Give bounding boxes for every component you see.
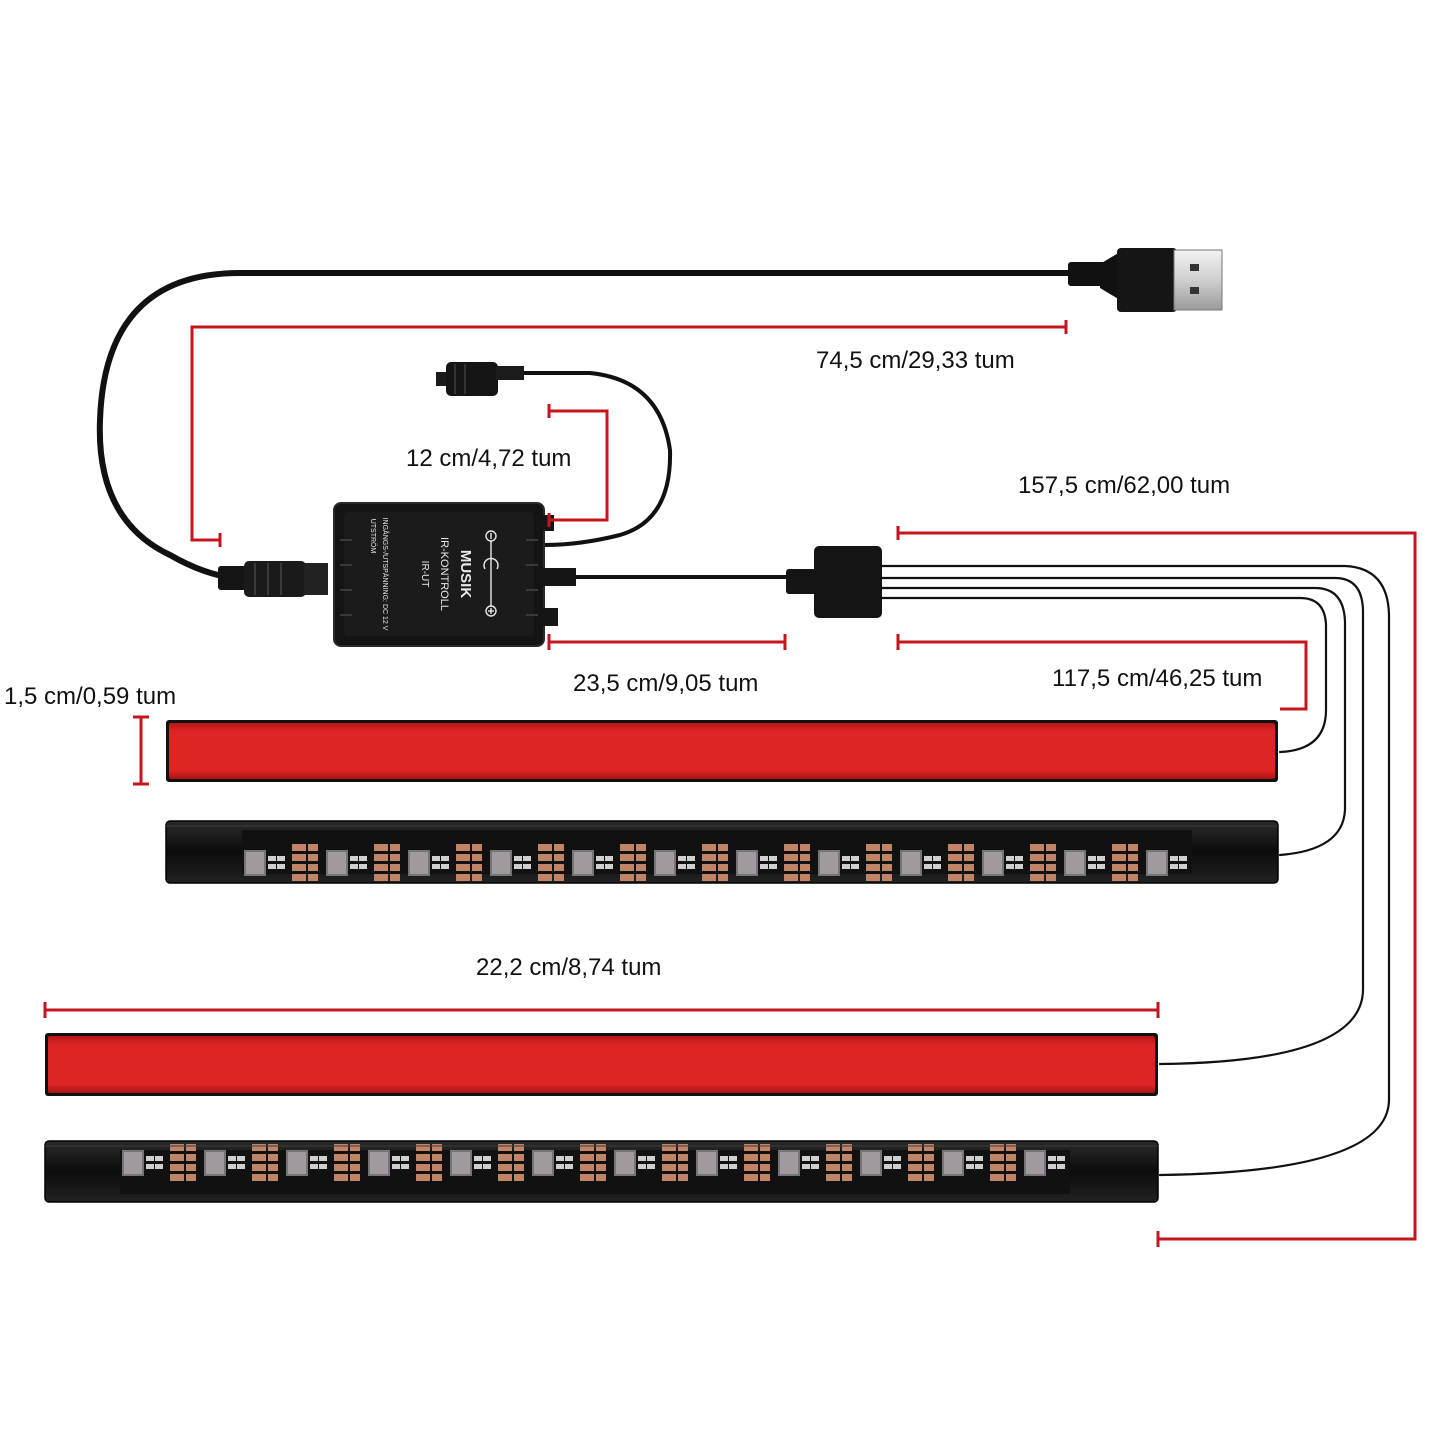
cables <box>96 270 1391 1177</box>
led-bar-1-red <box>166 720 1278 782</box>
ir-connector <box>436 362 524 396</box>
ir-control-label: IR-KONTROLL <box>438 537 450 611</box>
short-branch-length-label: 117,5 cm/46,25 tum <box>1052 665 1262 692</box>
dim-usb-cable <box>190 320 1068 547</box>
dc-jack <box>218 561 328 597</box>
controller-box: MUSIK IR-KONTROLL IR-UT INGÅNGS-/UTSPÄNN… <box>333 502 576 647</box>
dim-bar-length <box>43 1002 1160 1018</box>
input-voltage-label: INGÅNGS-/UTSPÄNNING: DC 12 V <box>381 518 390 631</box>
usb-cable <box>96 270 1078 581</box>
bar-length-label: 22,2 cm/8,74 tum <box>476 954 661 981</box>
branch-cable-3 <box>878 576 1365 1066</box>
dim-controller-cable <box>547 634 787 650</box>
ir-out-label: IR-UT <box>419 561 430 588</box>
led-bar-3-red <box>45 1033 1158 1096</box>
usb-cable-length-label: 74,5 cm/29,33 tum <box>816 347 1015 374</box>
splitter-connector <box>786 546 882 618</box>
bar-height-label: 1,5 cm/0,59 tum <box>4 683 176 710</box>
polarity-icon <box>483 530 499 617</box>
total-cable-length-label: 157,5 cm/62,00 tum <box>1018 472 1230 499</box>
branch-cable-4 <box>878 564 1391 1177</box>
controller-cable-length-label: 23,5 cm/9,05 tum <box>573 670 758 697</box>
dim-short-branch <box>896 634 1308 711</box>
dim-total-cable <box>896 526 1417 1247</box>
ir-cable-length-label: 12 cm/4,72 tum <box>406 445 571 472</box>
ir-cable <box>518 371 673 547</box>
branch-cable-2 <box>878 586 1347 857</box>
dim-ir-cable <box>547 404 609 527</box>
branch-cable-1 <box>878 596 1328 754</box>
output-current-label: UTSTRÖM <box>369 519 377 554</box>
dimension-lines <box>43 320 1417 1247</box>
music-label: MUSIK <box>457 550 474 599</box>
led-bar-2-black <box>165 820 1279 884</box>
led-bar-4-black <box>44 1140 1159 1203</box>
usb-plug <box>1068 248 1223 312</box>
dim-bar-height <box>133 715 149 786</box>
